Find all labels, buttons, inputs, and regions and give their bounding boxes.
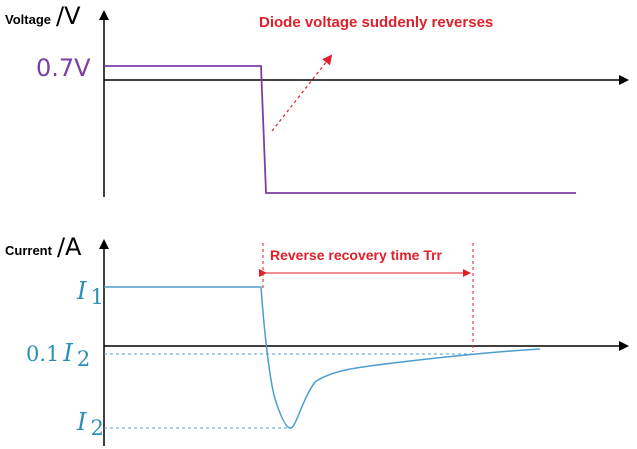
current-axis-title: Current /A <box>5 233 82 261</box>
voltage-level-label: 0.7V <box>36 54 91 82</box>
i2-letter: I <box>76 408 87 436</box>
voltage-panel: Voltage /V 0.7V Diode voltage suddenly r… <box>5 2 629 197</box>
voltage-axis-unit: /V <box>56 2 81 30</box>
01i2-label: 0.1 I 2 <box>26 339 90 371</box>
i1-label: I 1 <box>76 277 104 309</box>
i2-subscript: 2 <box>90 416 103 440</box>
01i2-prefix: 0.1 <box>26 342 59 366</box>
trr-annotation: Reverse recovery time Trr <box>270 247 443 263</box>
i1-subscript: 1 <box>90 285 103 309</box>
01i2-subscript: 2 <box>77 347 90 371</box>
01i2-letter: I <box>62 339 73 367</box>
current-axis-unit: /A <box>57 233 82 261</box>
current-panel: Current /A I 1 0.1 I 2 I 2 Reverse recov… <box>5 233 629 446</box>
i2-label: I 2 <box>76 408 104 440</box>
i1-letter: I <box>76 277 87 305</box>
voltage-axis-title: Voltage /V <box>5 2 81 30</box>
voltage-annotation: Diode voltage suddenly reverses <box>259 14 493 31</box>
voltage-axis-word: Voltage <box>5 12 51 27</box>
current-axis-word: Current <box>5 243 53 258</box>
voltage-waveform <box>104 65 576 194</box>
voltage-annotation-arrow <box>271 54 333 132</box>
current-waveform <box>104 286 541 429</box>
